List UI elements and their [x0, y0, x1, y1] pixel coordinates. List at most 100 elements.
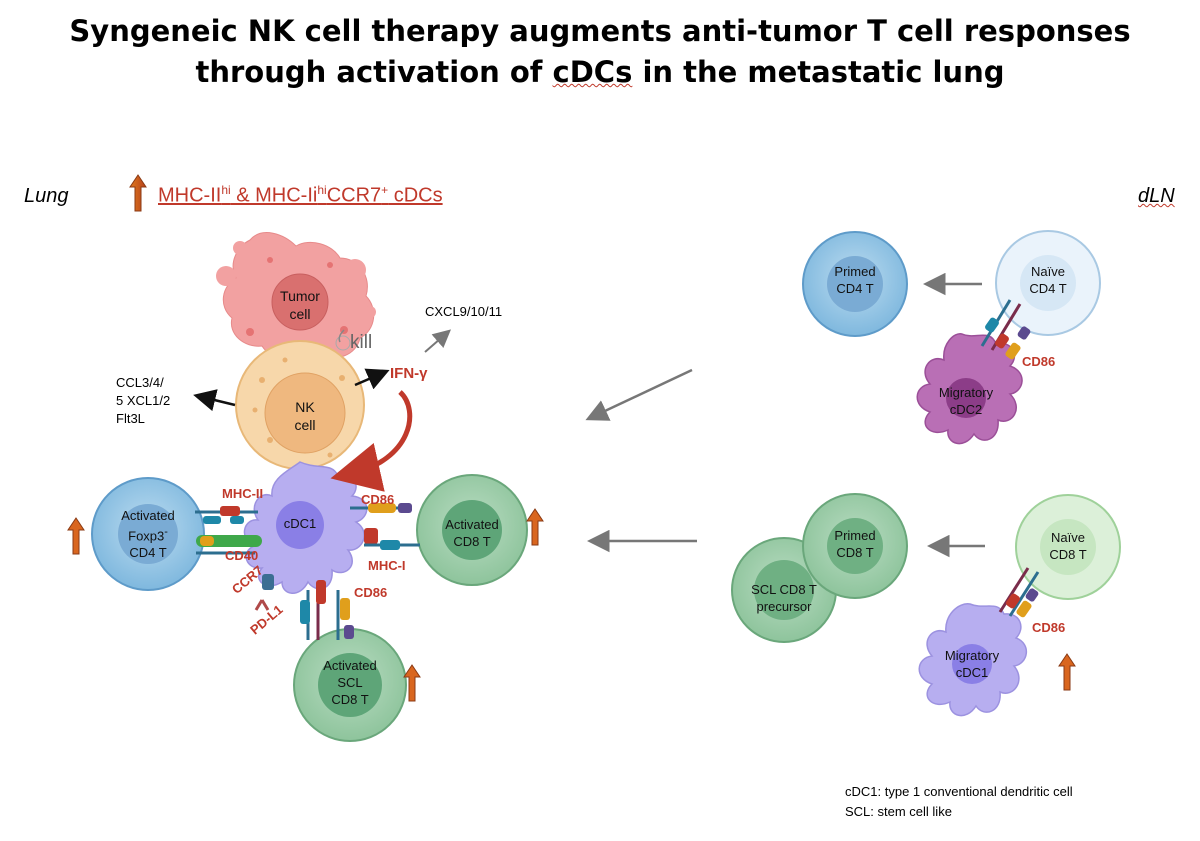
up-arrow-icon: [67, 517, 85, 555]
naive-cd4-2: CD4 T: [1029, 280, 1067, 296]
up-arrow-icon: [526, 508, 544, 546]
primed-cd4-2: CD4 T: [836, 280, 874, 296]
scl-precursor-1: SCL CD8 T: [751, 582, 817, 597]
naive-cd8-shape: [1015, 494, 1121, 600]
mhc-header-sup-2: hi: [317, 183, 327, 197]
mig-cdc1-1: Migratory: [944, 648, 1000, 663]
ccl-label-2: 5 XCL1/2: [116, 393, 171, 409]
act-cd4-1: Activated: [121, 508, 175, 523]
title-text-a: through activation of: [195, 55, 553, 89]
footnote: cDC1: type 1 conventional dendritic cell…: [845, 782, 1073, 821]
mhc-header-part-2: & MHC-Ii: [230, 184, 318, 207]
scl-precursor-2: precursor: [756, 598, 812, 614]
cd86-cd8-label: CD86: [1032, 620, 1066, 635]
activated-cd8-shape: [416, 474, 528, 586]
cd86-cd4-label: CD86: [1022, 354, 1056, 369]
nk-cell-shape: [235, 340, 365, 470]
primed-cd8-1: Primed: [834, 528, 876, 543]
lung-label: Lung: [24, 185, 69, 207]
mhc-i-label: MHC-I: [368, 558, 406, 573]
footnote-line-2: SCL: stem cell like: [845, 803, 952, 819]
cdc1-label: cDC1: [283, 516, 317, 531]
kill-label: kill: [350, 332, 373, 353]
nk-to-ccl-arrow: [193, 389, 236, 412]
cd40-label: CD40: [225, 548, 259, 563]
mhc-header-part-4: cDCs: [388, 184, 443, 207]
migratory-cdc2-shape: [916, 333, 1023, 445]
act-cd8-2: CD8 T: [453, 533, 491, 549]
up-arrow-icon: [403, 664, 421, 702]
act-scl-1: Activated: [323, 658, 377, 673]
act-cd4-2: Foxp3: [128, 528, 165, 544]
act-cd4-sup: -: [164, 525, 168, 538]
nk-to-ifn-arrow: [354, 368, 390, 390]
mig-cdc2-1: Migratory: [938, 385, 994, 400]
title-text-b: in the metastatic lung: [632, 55, 1005, 89]
cdc1-shape: [243, 461, 368, 594]
mhc-header: MHC-IIhi & MHC-IihiCCR7+ cDCs: [158, 183, 443, 208]
act-scl-3: CD8 T: [331, 691, 369, 707]
naive-cd4-shape: [995, 230, 1101, 336]
title-cdcs: cDCs: [552, 55, 633, 89]
naive-cd8-1: Naïve: [1051, 530, 1085, 545]
tumor-cell-label: Tumor cell: [270, 287, 330, 323]
mhc-header-sup-1: hi: [221, 183, 231, 197]
mhc-header-part-1: MHC-II: [158, 184, 222, 207]
title-line-1: Syngeneic NK cell therapy augments anti-…: [69, 14, 1131, 48]
activated-scl-cd8-shape: [293, 628, 407, 742]
migratory-cdc1-shape: [918, 603, 1027, 717]
activated-cd4-shape: [91, 477, 205, 591]
dln-cd8-receptors: [998, 567, 1040, 618]
kill-tick: [338, 329, 345, 343]
ifn-gamma-label: IFN-γ: [390, 365, 428, 382]
title-line-2: through activation of cDCs in the metast…: [0, 55, 1200, 89]
mig-cdc1-2: cDC1: [955, 664, 989, 680]
up-arrow-icon: [1058, 653, 1076, 691]
tumor-label-1: Tumor: [280, 288, 320, 304]
ifn-to-cdc1-arrow: [330, 390, 413, 492]
tumor-label-2: cell: [289, 306, 311, 323]
act-cd4-3: CD4 T: [129, 545, 167, 561]
mhc-ii-label: MHC-II: [222, 486, 264, 501]
tumor-cell-shape: [216, 232, 376, 362]
footnote-line-1: cDC1: type 1 conventional dendritic cell: [845, 784, 1073, 799]
primed-cd8-shape: [802, 493, 908, 599]
primed-cd4-1: Primed: [834, 264, 876, 279]
ccl-label-1: CCL3/4/: [116, 375, 164, 390]
act-cd8-1: Activated: [445, 517, 499, 532]
naive-cd8-2: CD8 T: [1049, 546, 1087, 562]
primed-cd4-shape: [802, 231, 908, 337]
kill-granule: [335, 335, 351, 351]
nk-cell-label: NK cell: [275, 398, 335, 434]
ifn-to-cxcl-arrow: [424, 329, 452, 353]
dln-label: dLN: [1138, 185, 1175, 207]
nk-label-1: NK: [295, 399, 315, 415]
mhc-header-sup-3: +: [381, 183, 389, 197]
naive-cd4-1: Naïve: [1031, 264, 1065, 279]
cd86-top-label: CD86: [361, 492, 395, 507]
receptor-pairs: [195, 503, 420, 640]
nk-label-2: cell: [294, 417, 316, 434]
mhc-header-part-3: CCR7: [326, 184, 382, 207]
dln-to-lung-arrow-upper: [585, 368, 693, 421]
up-arrow-icon: [129, 174, 147, 212]
act-scl-2: SCL: [337, 674, 363, 690]
cxcl-label: CXCL9/10/11: [425, 304, 503, 319]
cd86-bottom-label: CD86: [354, 585, 388, 600]
dln-cd4-receptors: [980, 299, 1031, 360]
mig-cdc2-2: cDC2: [949, 401, 983, 417]
primed-cd8-2: CD8 T: [836, 544, 874, 560]
ccl-label-3: Flt3L: [116, 411, 145, 427]
